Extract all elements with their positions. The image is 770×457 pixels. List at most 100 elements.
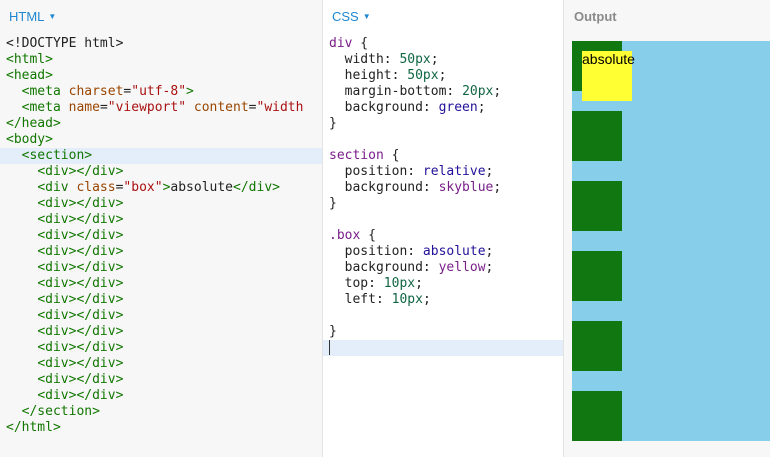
panel-divider[interactable] (563, 0, 564, 457)
code-line[interactable]: background: yellow; (323, 260, 563, 276)
code-token: 20px (462, 84, 494, 99)
code-line[interactable]: section { (323, 148, 563, 164)
code-line[interactable]: div { (323, 36, 563, 52)
code-token: absolute (170, 180, 234, 195)
code-line[interactable]: <div></div> (0, 292, 322, 308)
code-line[interactable]: <!DOCTYPE html> (0, 36, 322, 52)
html-panel-label: HTML (9, 9, 45, 24)
code-token: <div></div> (37, 212, 124, 227)
chevron-down-icon: ▼ (48, 12, 57, 21)
code-token: ; (422, 292, 431, 307)
code-token: background: (329, 100, 439, 115)
code-line[interactable]: <div></div> (0, 164, 322, 180)
code-line[interactable]: } (323, 196, 563, 212)
code-token: top: (329, 276, 384, 291)
code-line[interactable]: <div></div> (0, 260, 322, 276)
output-green-div (572, 251, 622, 301)
code-token: "box" (123, 180, 163, 195)
code-token (6, 244, 37, 259)
code-line[interactable]: background: green; (323, 100, 563, 116)
code-line[interactable]: <body> (0, 132, 322, 148)
code-line[interactable]: </head> (0, 116, 322, 132)
chevron-down-icon: ▼ (362, 12, 371, 21)
code-line[interactable]: <div></div> (0, 388, 322, 404)
code-line[interactable]: margin-bottom: 20px; (323, 84, 563, 100)
code-line[interactable]: <div></div> (0, 308, 322, 324)
code-token: ; (485, 244, 494, 259)
code-token: <div></div> (37, 372, 124, 387)
code-token: div (329, 36, 353, 51)
code-token (6, 180, 37, 195)
code-line[interactable]: } (323, 324, 563, 340)
code-token: width: (329, 52, 400, 67)
code-line[interactable]: background: skyblue; (323, 180, 563, 196)
code-line[interactable] (323, 308, 563, 324)
output-panel-label: Output (574, 9, 617, 24)
output-green-div (572, 391, 622, 441)
code-line[interactable]: width: 50px; (323, 52, 563, 68)
code-line[interactable] (323, 132, 563, 148)
code-token: position: (329, 244, 423, 259)
code-token: ; (415, 276, 423, 291)
code-token (186, 100, 194, 115)
code-token: 10px (391, 292, 423, 307)
code-token (6, 100, 22, 115)
code-line[interactable]: <meta name="viewport" content="width (0, 100, 322, 116)
code-line[interactable]: <div></div> (0, 244, 322, 260)
code-token: relative (422, 164, 486, 179)
code-token: } (329, 196, 337, 211)
code-line[interactable]: <section> (0, 148, 322, 164)
code-token: <div></div> (37, 292, 124, 307)
code-line[interactable]: <div></div> (0, 356, 322, 372)
panel-divider[interactable] (322, 0, 323, 457)
code-line[interactable]: <div class="box">absolute</div> (0, 180, 322, 196)
code-token: ; (493, 180, 502, 195)
html-panel-dropdown[interactable]: HTML▼ (9, 9, 56, 24)
code-token: 50px (407, 68, 439, 83)
css-panel-dropdown[interactable]: CSS▼ (332, 9, 371, 24)
code-token: ; (485, 260, 494, 275)
code-token: ; (477, 100, 486, 115)
code-token: <div (37, 180, 69, 195)
code-token: <meta (21, 100, 61, 115)
code-token: background: (329, 180, 439, 195)
css-code-editor[interactable]: div { width: 50px; height: 50px; margin-… (323, 36, 563, 356)
code-line[interactable]: top: 10px; (323, 276, 563, 292)
code-line[interactable]: <div></div> (0, 276, 322, 292)
css-editor-panel: CSS▼ div { width: 50px; height: 50px; ma… (323, 0, 563, 457)
output-preview-section: absolute (572, 41, 770, 441)
code-token: } (329, 324, 337, 339)
code-token: <div></div> (37, 324, 124, 339)
code-token: <div></div> (37, 308, 124, 323)
code-token (6, 148, 22, 163)
code-line[interactable]: <head> (0, 68, 322, 84)
code-token: <div></div> (37, 340, 124, 355)
code-token: ; (485, 164, 494, 179)
code-line[interactable]: </section> (0, 404, 322, 420)
code-line[interactable]: <html> (0, 52, 322, 68)
code-line[interactable] (323, 340, 563, 356)
code-token: </div> (233, 180, 280, 195)
code-line[interactable]: .box { (323, 228, 563, 244)
code-line[interactable] (323, 212, 563, 228)
code-token (6, 372, 37, 387)
code-line[interactable]: <div></div> (0, 324, 322, 340)
code-line[interactable]: } (323, 116, 563, 132)
code-token (6, 404, 22, 419)
code-line[interactable]: <div></div> (0, 372, 322, 388)
code-line[interactable]: <meta charset="utf-8"> (0, 84, 322, 100)
code-line[interactable]: position: absolute; (323, 244, 563, 260)
code-line[interactable]: <div></div> (0, 212, 322, 228)
code-line[interactable]: <div></div> (0, 340, 322, 356)
code-token: <head> (6, 68, 53, 83)
code-token: ; (438, 68, 447, 83)
code-line[interactable]: left: 10px; (323, 292, 563, 308)
code-token: <html> (6, 52, 53, 67)
code-line[interactable]: position: relative; (323, 164, 563, 180)
code-line[interactable]: <div></div> (0, 196, 322, 212)
code-line[interactable]: </html> (0, 420, 322, 436)
html-code-editor[interactable]: <!DOCTYPE html><html><head> <meta charse… (0, 36, 322, 436)
code-token: section (329, 148, 384, 163)
code-line[interactable]: height: 50px; (323, 68, 563, 84)
code-line[interactable]: <div></div> (0, 228, 322, 244)
